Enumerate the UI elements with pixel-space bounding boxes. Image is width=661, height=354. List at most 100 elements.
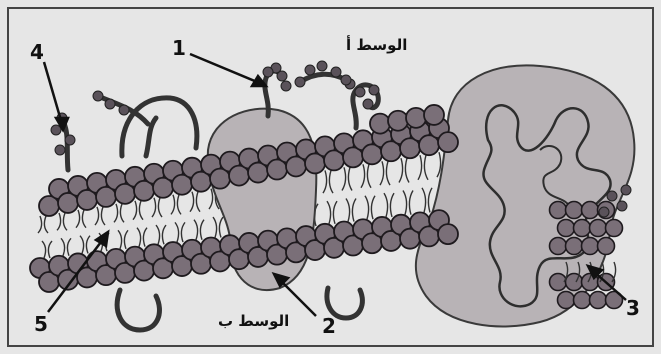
fatty-acid-tail	[120, 204, 124, 223]
label-medium-b: الوسط ب	[218, 312, 289, 330]
fatty-acid-tail	[38, 216, 42, 233]
sugar-unit	[369, 85, 379, 95]
glycolipid-chain-left-arc	[122, 98, 197, 156]
fatty-acid-tail	[42, 241, 46, 258]
cluster-head	[590, 292, 607, 309]
fatty-acid-tail	[76, 210, 80, 228]
sugar-unit	[55, 145, 65, 155]
fatty-acid-tail	[200, 220, 204, 240]
sugar-unit	[51, 125, 61, 135]
phospholipid-head	[438, 132, 458, 152]
fatty-acid-tail	[371, 196, 375, 219]
label-1: 1	[172, 36, 186, 60]
fatty-acid-tail	[352, 198, 356, 221]
sugar-unit	[607, 191, 617, 201]
fatty-acid-tail	[390, 193, 394, 217]
fatty-acid-tail	[386, 161, 390, 185]
fatty-acid-tail	[209, 189, 213, 209]
fatty-acid-tail	[342, 167, 346, 190]
fatty-acid-tail	[124, 230, 128, 249]
fatty-acid-tail	[361, 164, 365, 187]
sugar-unit	[341, 75, 351, 85]
cluster-head	[598, 238, 615, 255]
phospholipid-head	[438, 224, 458, 244]
fatty-acid-tail	[409, 190, 413, 214]
fatty-acid-tail	[323, 170, 327, 193]
fatty-acid-tail	[139, 201, 143, 220]
fatty-acid-tail	[329, 170, 333, 193]
label-medium-a: الوسط أ	[346, 36, 407, 54]
phospholipid-head	[406, 108, 426, 128]
sugar-unit	[331, 67, 341, 77]
fatty-acid-tail	[190, 192, 194, 212]
arrowhead-5	[96, 232, 108, 246]
sugar-unit	[119, 105, 129, 115]
fatty-acid-tail	[82, 210, 86, 228]
cluster-head	[550, 202, 567, 219]
cluster-head	[550, 238, 567, 255]
fatty-acid-tail	[437, 152, 441, 177]
fatty-acid-tail	[137, 228, 141, 247]
fatty-acid-tail	[158, 198, 162, 217]
sugar-unit	[621, 185, 631, 195]
fatty-acid-tail	[80, 236, 84, 254]
cluster-head	[582, 238, 599, 255]
label-5: 5	[34, 312, 48, 336]
cluster-head	[558, 292, 575, 309]
arrow-1	[190, 54, 262, 84]
fatty-acid-tail	[171, 195, 175, 215]
fatty-acid-tail	[367, 164, 371, 187]
sugar-unit	[617, 201, 627, 211]
sugar-unit	[355, 87, 365, 97]
fatty-acid-tail	[86, 236, 90, 254]
fatty-acid-tail	[95, 207, 99, 225]
sugar-unit	[263, 67, 273, 77]
fatty-acid-tail	[63, 213, 67, 230]
fatty-acid-tail	[403, 190, 407, 214]
fatty-acid-tail	[162, 225, 166, 244]
sugar-unit	[93, 91, 103, 101]
fatty-acid-tail	[365, 196, 369, 219]
cluster-head	[566, 238, 583, 255]
fatty-acid-tail	[152, 198, 156, 217]
fatty-acid-tail	[405, 158, 409, 182]
label-3: 3	[626, 296, 640, 320]
cluster-head	[606, 220, 623, 237]
fatty-acid-tail	[57, 213, 61, 230]
fatty-acid-tail	[219, 217, 223, 237]
fatty-acid-tail	[67, 238, 71, 255]
fatty-acid-tail	[177, 195, 181, 215]
fatty-acid-tail	[213, 217, 217, 237]
cluster-head	[566, 202, 583, 219]
fatty-acid-tail	[181, 222, 185, 242]
fatty-acid-tail	[44, 216, 48, 233]
fatty-acid-tail	[418, 155, 422, 180]
fatty-acid-tail	[327, 201, 331, 224]
fatty-acid-tail	[428, 188, 432, 213]
label-2: 2	[322, 314, 336, 338]
fatty-acid-tail	[333, 201, 337, 224]
fatty-acid-tail	[175, 222, 179, 242]
fatty-acid-tail	[101, 207, 105, 225]
sugar-unit	[363, 99, 373, 109]
sugar-unit	[317, 61, 327, 71]
fatty-acid-tail	[61, 238, 65, 255]
cluster-head	[558, 220, 575, 237]
fatty-acid-tail	[348, 167, 352, 190]
fatty-acid-tail	[196, 192, 200, 212]
sugar-unit	[295, 77, 305, 87]
arrow-4	[44, 62, 62, 124]
sugar-unit	[65, 135, 75, 145]
sugar-unit	[305, 65, 315, 75]
fatty-acid-tail	[114, 204, 118, 223]
lower-loop-left	[117, 290, 159, 330]
cluster-head	[550, 274, 567, 291]
phospholipid-head	[388, 111, 408, 131]
fatty-acid-tail	[118, 230, 122, 249]
cluster-head	[566, 274, 583, 291]
fatty-acid-tail	[424, 155, 428, 180]
fatty-acid-tail	[156, 225, 160, 244]
fatty-acid-tail	[194, 220, 198, 240]
